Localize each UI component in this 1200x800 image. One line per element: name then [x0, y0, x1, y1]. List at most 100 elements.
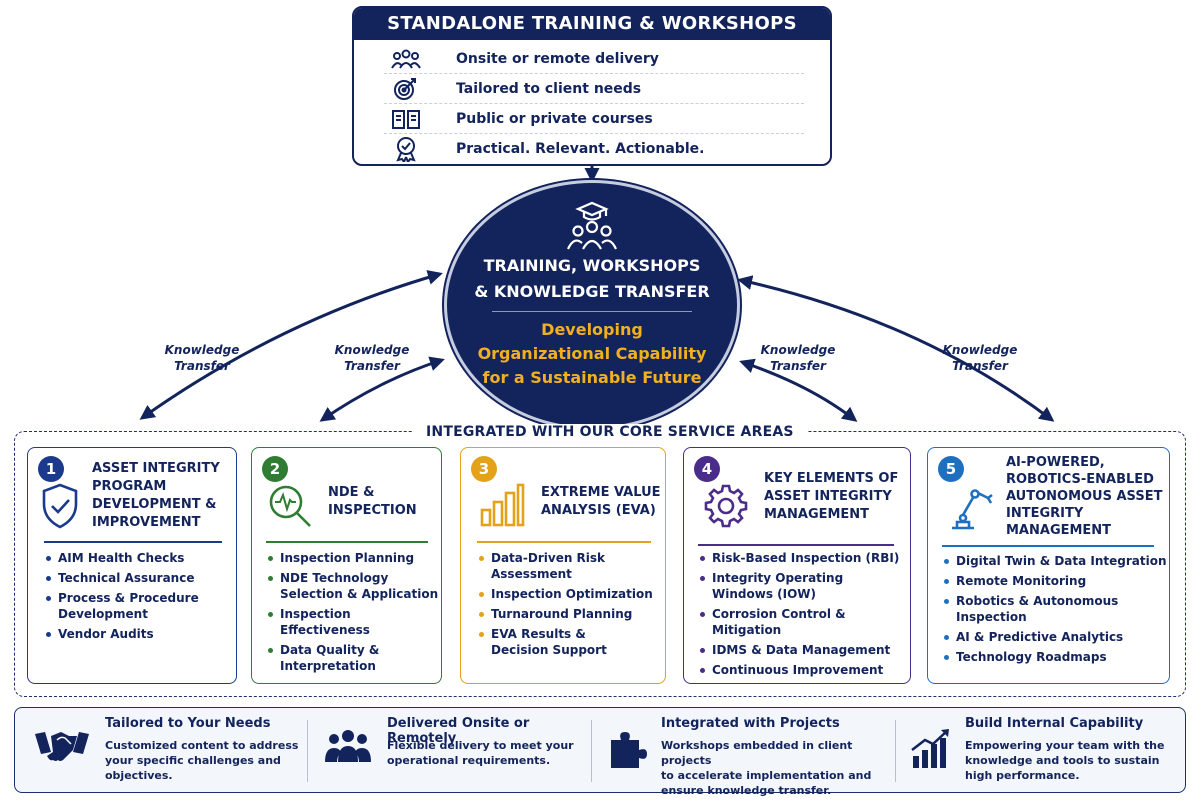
bar-chart-icon — [479, 482, 525, 532]
card-item-line: Vendor Audits — [58, 627, 154, 641]
card-item-line: Mitigation — [712, 623, 782, 637]
group-icon — [384, 48, 428, 70]
benefit-description: Empowering your team with the knowledge … — [965, 738, 1164, 783]
benefit-divider — [307, 720, 308, 782]
card-item-line: Integrity Operating — [712, 571, 844, 585]
service-card-key-elements-aim: 4 KEY ELEMENTS OF ASSET INTEGRITY MANAGE… — [683, 447, 911, 684]
card-item-line: Windows (IOW) — [712, 587, 817, 601]
benefit-desc-line: knowledge and tools to sustain — [965, 754, 1160, 767]
knowledge-transfer-line2: Transfer — [344, 359, 400, 373]
card-number-badge: 2 — [262, 456, 288, 482]
card-item-line: Inspection — [956, 610, 1027, 624]
card-item-line: Robotics & Autonomous — [956, 594, 1119, 608]
card-item: EVA Results & Decision Support — [477, 626, 653, 658]
card-item-line: EVA Results & — [491, 627, 586, 641]
card-item: Inspection Effectiveness — [266, 606, 441, 638]
card-title: KEY ELEMENTS OF ASSET INTEGRITY MANAGEME… — [764, 470, 898, 524]
card-item-line: Selection & Application — [280, 587, 439, 601]
card-item-line: Process & Procedure — [58, 591, 199, 605]
growth-chart-icon — [909, 726, 953, 774]
service-card-ai-robotics: 5 AI-POWERED, ROBOTICS-ENABLED AUTONOMOU… — [927, 447, 1170, 684]
knowledge-transfer-line1: Knowledge — [942, 343, 1018, 357]
card-item: Remote Monitoring — [942, 573, 1167, 589]
card-number-badge: 5 — [938, 456, 964, 482]
card-item-line: Digital Twin & Data Integration — [956, 554, 1167, 568]
card-item: AI & Predictive Analytics — [942, 629, 1167, 645]
card-title-line: MANAGEMENT — [1006, 523, 1112, 538]
card-title-line: KEY ELEMENTS OF — [764, 471, 899, 486]
card-item-line: Assessment — [491, 567, 572, 581]
card-item: Corrosion Control &Mitigation — [698, 606, 899, 638]
card-number-badge: 3 — [471, 456, 497, 482]
benefit-build-capability: Build Internal Capability Empowering you… — [897, 708, 1185, 794]
card-item-list: AIM Health Checks Technical Assurance Pr… — [44, 550, 199, 646]
gear-icon — [702, 482, 750, 534]
benefit-desc-line: objectives. — [105, 769, 173, 782]
benefit-divider — [895, 720, 896, 782]
benefit-desc-line: Empowering your team with the — [965, 739, 1165, 752]
handshake-icon — [33, 726, 91, 770]
benefit-desc-line: ensure knowledge transfer. — [661, 784, 832, 797]
center-title-line1: TRAINING, WORKSHOPS — [483, 256, 701, 275]
card-title-line: AUTONOMOUS ASSET — [1006, 489, 1163, 504]
benefit-divider — [591, 720, 592, 782]
center-subtitle-line1: Developing — [541, 320, 643, 339]
card-title-line: IMPROVEMENT — [92, 515, 201, 530]
standalone-title: STANDALONE TRAINING & WORKSHOPS — [354, 8, 830, 40]
card-divider — [698, 544, 894, 546]
card-item-line: Continuous Improvement — [712, 663, 884, 677]
benefit-desc-line: Flexible delivery to meet your — [387, 739, 574, 752]
people-icon — [323, 726, 373, 770]
benefit-description: Flexible delivery to meet your operation… — [387, 738, 574, 768]
card-item-list: Risk-Based Inspection (RBI) Integrity Op… — [698, 550, 899, 682]
benefit-description: Workshops embedded in client projects to… — [661, 738, 893, 798]
card-item-line: Interpretation — [280, 659, 376, 673]
card-title-line: ASSET INTEGRITY — [92, 461, 220, 476]
benefit-description: Customized content to address your speci… — [105, 738, 298, 783]
center-subtitle-line3: for a Sustainable Future — [482, 368, 702, 387]
knowledge-transfer-label: Knowledge Transfer — [758, 342, 838, 374]
benefits-strip: Tailored to Your Needs Customized conten… — [14, 707, 1186, 797]
book-icon — [384, 108, 428, 130]
card-item-line: Technology Roadmaps — [956, 650, 1107, 664]
knowledge-transfer-line2: Transfer — [770, 359, 826, 373]
knowledge-transfer-label: Knowledge Transfer — [162, 342, 242, 374]
card-title-line: DEVELOPMENT & — [92, 497, 217, 512]
card-item: Technology Roadmaps — [942, 649, 1167, 665]
card-item-line: Inspection Effectiveness — [280, 607, 370, 637]
knowledge-transfer-label: Knowledge Transfer — [332, 342, 412, 374]
benefit-desc-line: Customized content to address — [105, 739, 299, 752]
benefit-desc-line: operational requirements. — [387, 754, 551, 767]
standalone-item-label: Public or private courses — [456, 110, 653, 127]
card-divider — [266, 541, 428, 543]
center-title-line2: & KNOWLEDGE TRANSFER — [474, 282, 710, 301]
card-item: Inspection Optimization — [477, 586, 653, 602]
standalone-training-box: STANDALONE TRAINING & WORKSHOPS Onsite o… — [352, 6, 832, 166]
card-item-line: Turnaround Planning — [491, 607, 633, 621]
standalone-item: Tailored to client needs — [384, 74, 804, 104]
knowledge-transfer-line1: Knowledge — [760, 343, 836, 357]
card-title-line: AI-POWERED, — [1006, 455, 1105, 470]
card-item-line: Risk-Based Inspection (RBI) — [712, 551, 900, 565]
card-item-line: Decision Support — [491, 643, 607, 657]
standalone-item-label: Practical. Relevant. Actionable. — [456, 141, 705, 157]
card-title-line: ASSET INTEGRITY — [764, 489, 892, 504]
card-item-line: Data Quality & — [280, 643, 380, 657]
card-item-line: Inspection Planning — [280, 551, 415, 565]
puzzle-icon — [607, 726, 651, 774]
card-item-line: Development — [58, 607, 148, 621]
service-card-extreme-value-analysis: 3 EXTREME VALUE ANALYSIS (EVA) Data-Driv… — [460, 447, 666, 684]
card-item: Risk-Based Inspection (RBI) — [698, 550, 899, 566]
arrow-knowledge-2 — [319, 356, 445, 422]
standalone-item: Onsite or remote delivery — [384, 44, 804, 74]
benefit-desc-line: your specific challenges and — [105, 754, 281, 767]
card-item-line: AIM Health Checks — [58, 551, 185, 565]
target-icon — [384, 77, 428, 101]
benefit-title: Integrated with Projects — [661, 716, 840, 731]
